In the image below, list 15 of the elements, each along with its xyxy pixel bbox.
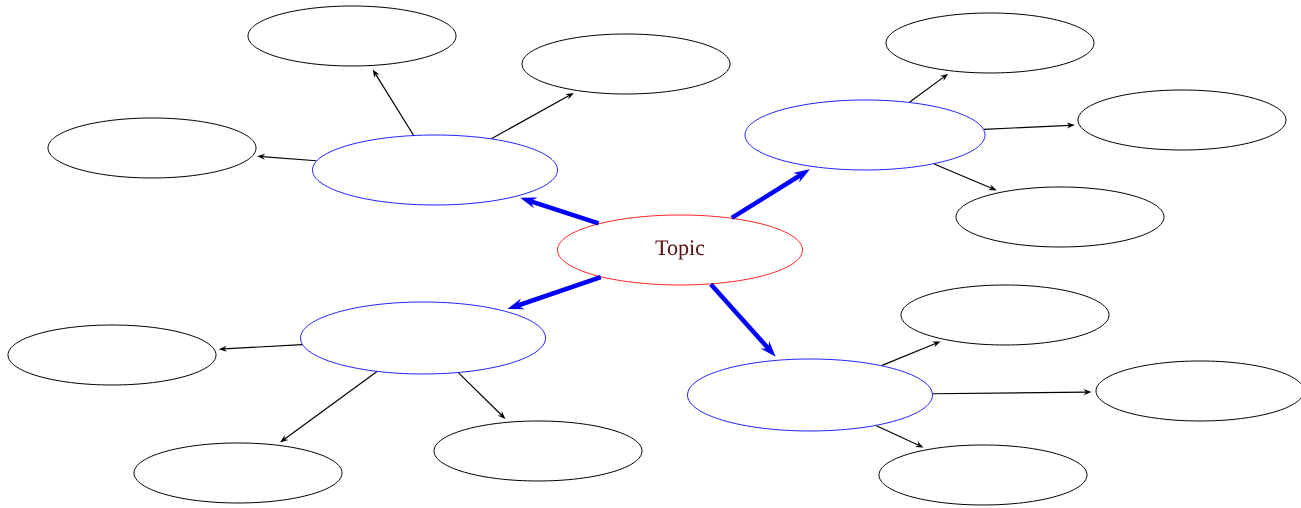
empty-ellipse [744,99,986,171]
empty-ellipse [312,134,558,206]
empty-ellipse [7,324,217,386]
empty-ellipse [687,358,933,432]
empty-ellipse [133,442,343,504]
empty-ellipse [47,117,257,179]
empty-ellipse [955,186,1165,248]
empty-ellipse [1077,89,1287,151]
empty-ellipse [433,420,643,482]
empty-ellipse [521,33,731,95]
empty-ellipse [247,5,457,67]
empty-ellipse [878,444,1088,506]
empty-ellipse [900,284,1110,346]
empty-ellipse [885,12,1095,74]
empty-ellipse [300,301,546,375]
